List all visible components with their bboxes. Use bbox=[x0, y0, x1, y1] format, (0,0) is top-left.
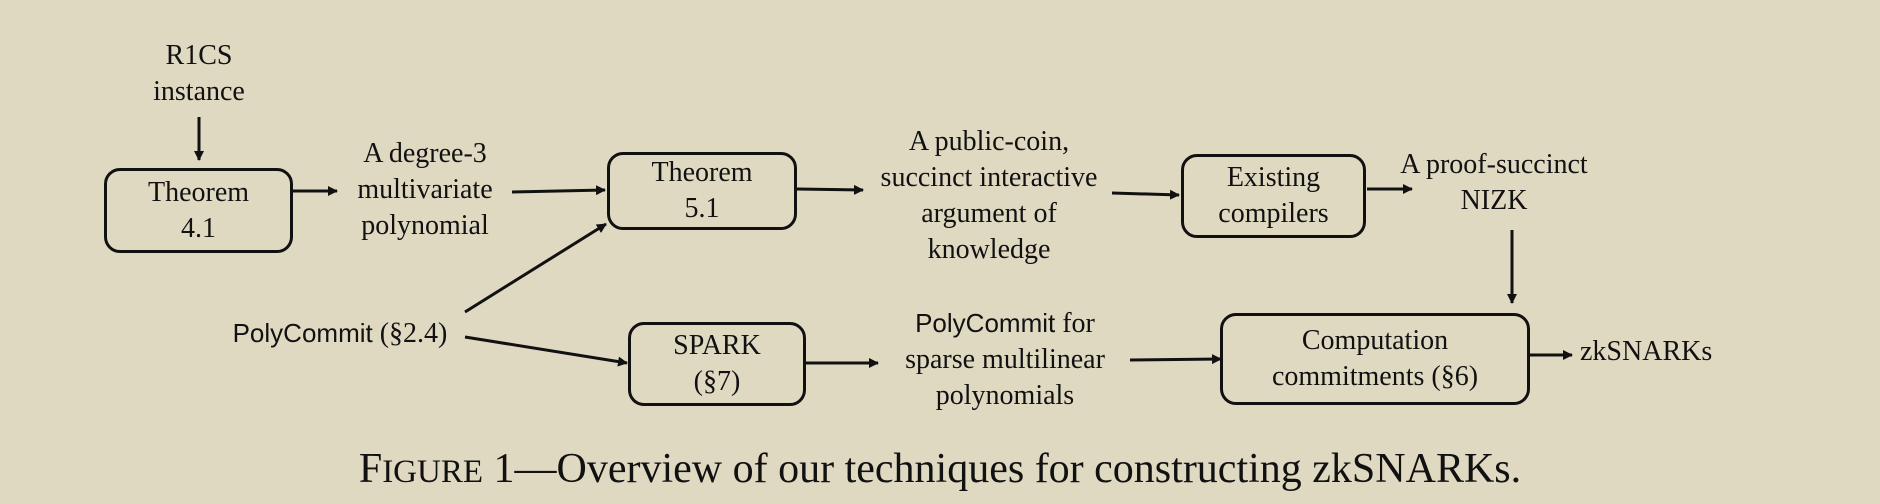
arrow-publiccoin-to-existing bbox=[1111, 189, 1180, 200]
computation-commitments-box: Computation commitments (§6) bbox=[1220, 313, 1530, 405]
theorem-5-1-box: Theorem 5.1 bbox=[607, 152, 797, 230]
figure-caption: FIGURE 1—Overview of our techniques for … bbox=[0, 444, 1880, 497]
arrow-degree3-to-theorem51 bbox=[511, 185, 606, 196]
polycommit-section-ref: (§2.4) bbox=[372, 318, 448, 349]
theorem-4-1-box: Theorem 4.1 bbox=[104, 168, 293, 253]
arrow-theorem51-to-publiccoin bbox=[796, 184, 864, 195]
caption-fig-initial: F bbox=[358, 446, 383, 492]
r1cs-instance-label: R1CS instance bbox=[153, 40, 245, 107]
degree-3-polynomial-label: A degree-3 multivariate polynomial bbox=[357, 138, 493, 241]
proof-succinct-nizk-label: A proof-succinct NIZK bbox=[1400, 149, 1588, 216]
caption-text: —Overview of our techniques for construc… bbox=[514, 446, 1522, 492]
arrow-sparse-to-computation bbox=[1129, 354, 1222, 365]
sparse-polycommit-label: PolyCommit for sparse multilinear polyno… bbox=[880, 305, 1130, 414]
caption-fig-number: 1 bbox=[483, 446, 515, 492]
polycommit-name: PolyCommit bbox=[232, 318, 373, 348]
spark-box: SPARK (§7) bbox=[628, 322, 806, 406]
arrow-polycommit-to-theorem51 bbox=[464, 222, 607, 314]
sparse-polycommit-name: PolyCommit bbox=[915, 308, 1056, 338]
caption-fig-rest: IGURE bbox=[382, 454, 484, 490]
sparse-polycommit-for: for bbox=[1055, 308, 1095, 339]
public-coin-argument-label: A public-coin, succinct interactive argu… bbox=[880, 126, 1098, 265]
arrow-polycommit-to-spark bbox=[464, 335, 628, 367]
zksnarks-output-label: zkSNARKs bbox=[1580, 336, 1713, 367]
polycommit-input-label: PolyCommit (§2.4) bbox=[215, 315, 465, 352]
existing-compilers-box: Existing compilers bbox=[1181, 154, 1366, 238]
sparse-polycommit-desc: sparse multilinear polynomials bbox=[905, 344, 1105, 411]
